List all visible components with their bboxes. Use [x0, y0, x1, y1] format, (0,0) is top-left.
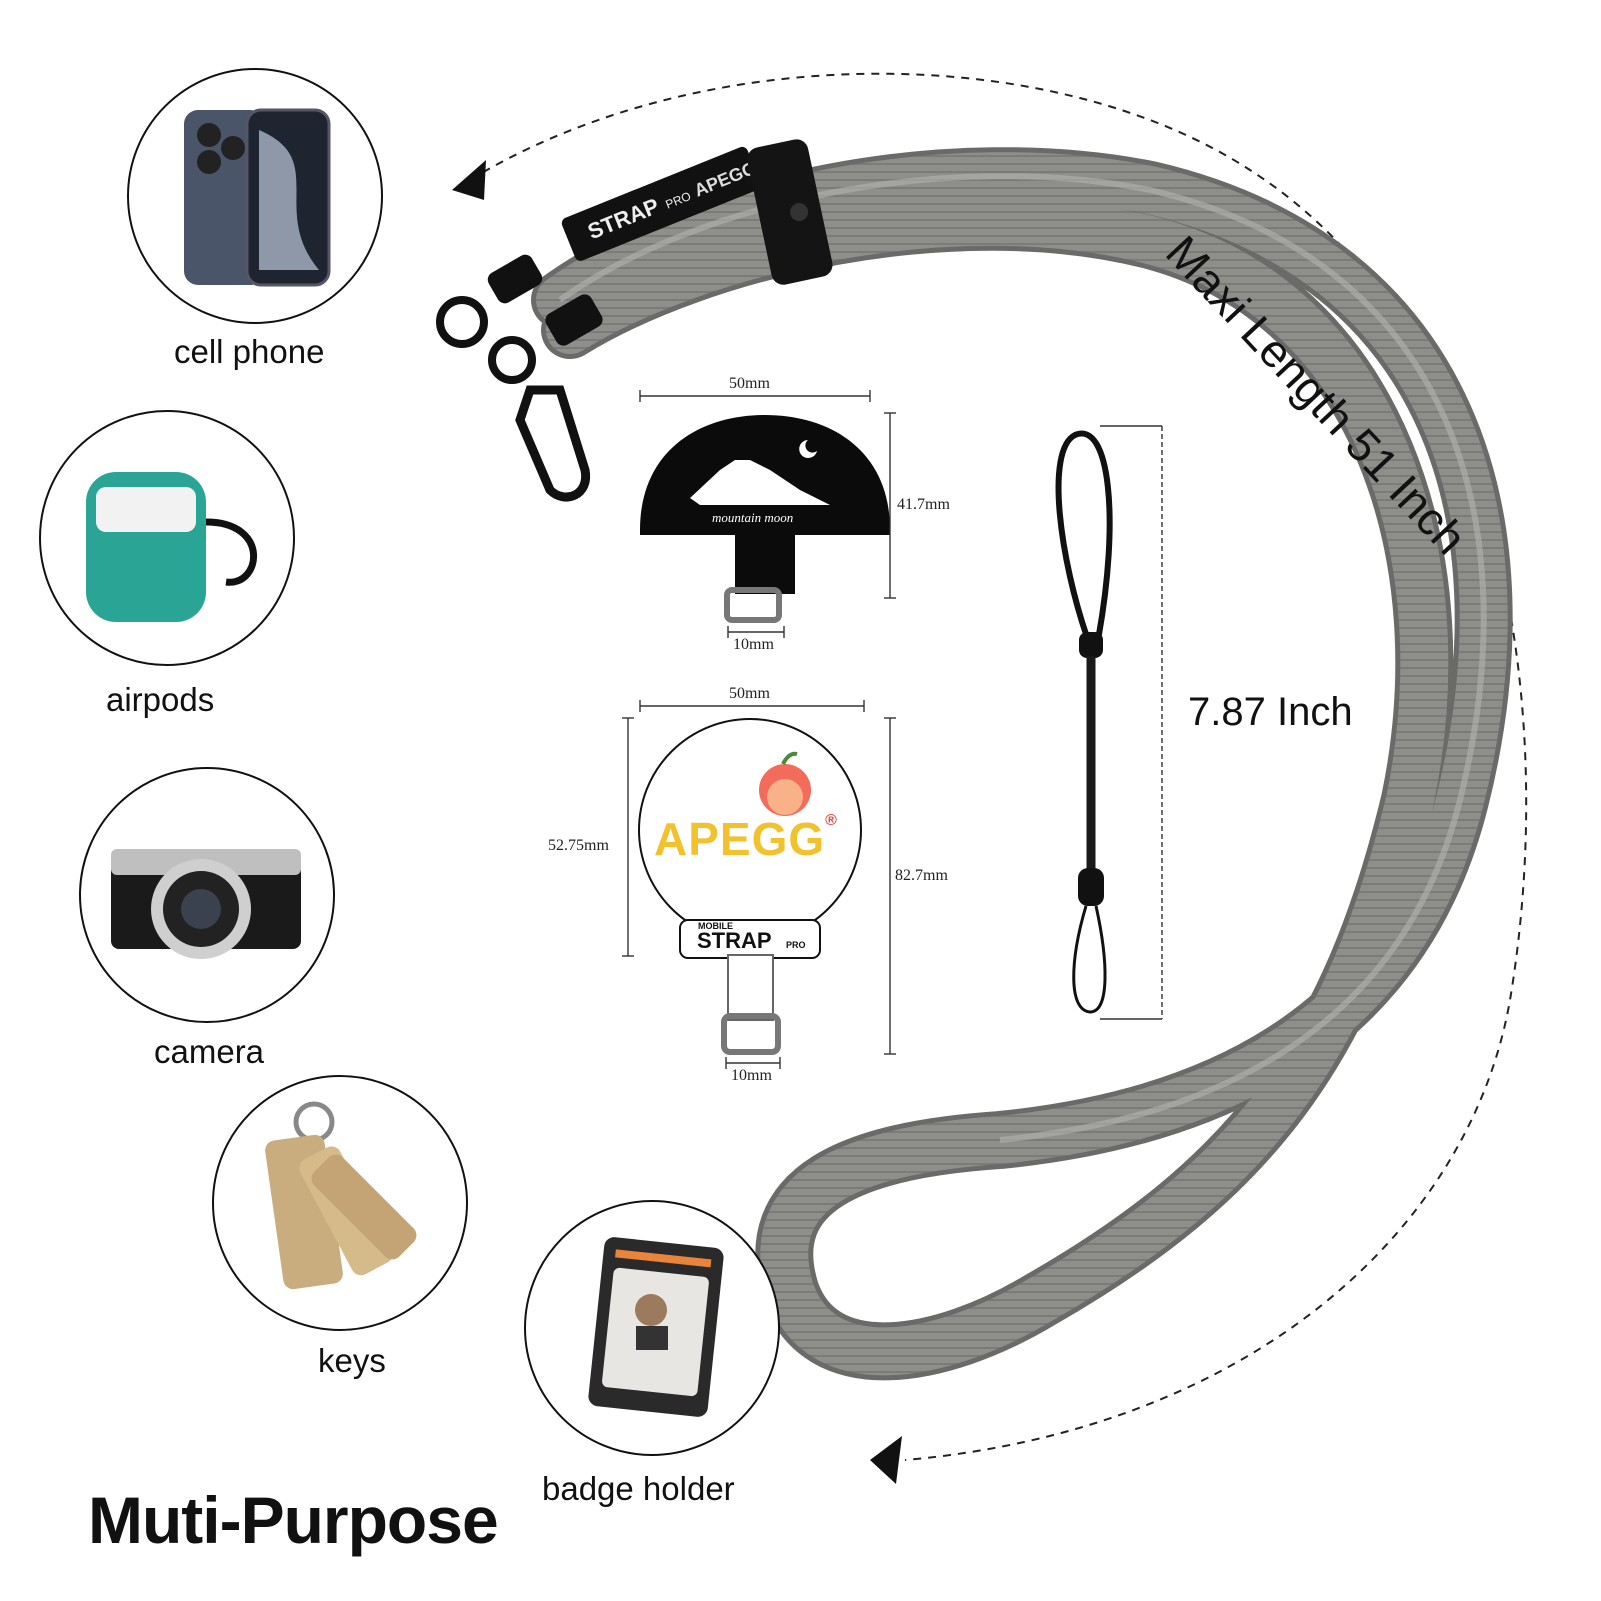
badge-holder-circle: [524, 1200, 780, 1456]
strap-slider: [747, 139, 833, 285]
wrist-strap: [1055, 425, 1163, 1020]
camera-icon: [111, 849, 301, 959]
patch-white-shape: [638, 718, 862, 1055]
phone-circle: [127, 68, 383, 324]
lanyard-rope: [531, 147, 1513, 1381]
label-camera: camera: [154, 1033, 265, 1070]
rope-end-1: [487, 254, 543, 304]
patch-white-width: 50mm: [729, 685, 770, 702]
strap-sleeve: STRAP PRO APEGG: [561, 146, 761, 261]
patch-black-height: 41.7mm: [897, 496, 950, 513]
patch-white-loop-width: 10mm: [731, 1067, 772, 1084]
label-cell-phone: cell phone: [174, 333, 325, 370]
patch-black-width: 50mm: [729, 375, 770, 392]
page-title: Muti-Purpose: [88, 1483, 499, 1557]
apegg-logo-text: APEGG: [654, 813, 826, 865]
arrow-head-bottom: [870, 1436, 902, 1484]
label-badge-holder: badge holder: [542, 1470, 735, 1507]
badge-holder-icon: [588, 1237, 724, 1417]
phone-icon: [184, 108, 331, 287]
rope-end-2: [545, 294, 603, 346]
label-airpods: airpods: [106, 681, 215, 718]
dims-white: [622, 700, 896, 1069]
strap-logo-text: STRAP: [697, 928, 772, 953]
apegg-logo: APEGG®: [654, 812, 838, 866]
ring-1: [436, 296, 488, 348]
camera-circle: [79, 767, 335, 1023]
ring-2: [488, 336, 536, 384]
airpods-icon: [86, 472, 258, 622]
wrist-strap-length-label: 7.87 Inch: [1188, 690, 1353, 734]
patch-black-shape: [640, 415, 890, 623]
patch-black-text: mountain moon: [712, 510, 794, 525]
patch-white-head-height: 52.75mm: [548, 837, 609, 854]
patch-white-total-height: 82.7mm: [895, 867, 948, 884]
registered-mark: ®: [825, 812, 838, 829]
keys-icon: [265, 1101, 417, 1290]
arrow-head-top: [452, 160, 486, 200]
dims-black: [639, 390, 896, 638]
label-keys: keys: [318, 1342, 386, 1379]
keys-circle: [212, 1075, 468, 1331]
patch-black-loop-width: 10mm: [733, 636, 774, 653]
airpods-circle: [39, 410, 295, 666]
strap-logo-pro: PRO: [786, 940, 806, 950]
strap-logo-small: MOBILE: [698, 921, 733, 931]
carabiner: [515, 385, 591, 502]
